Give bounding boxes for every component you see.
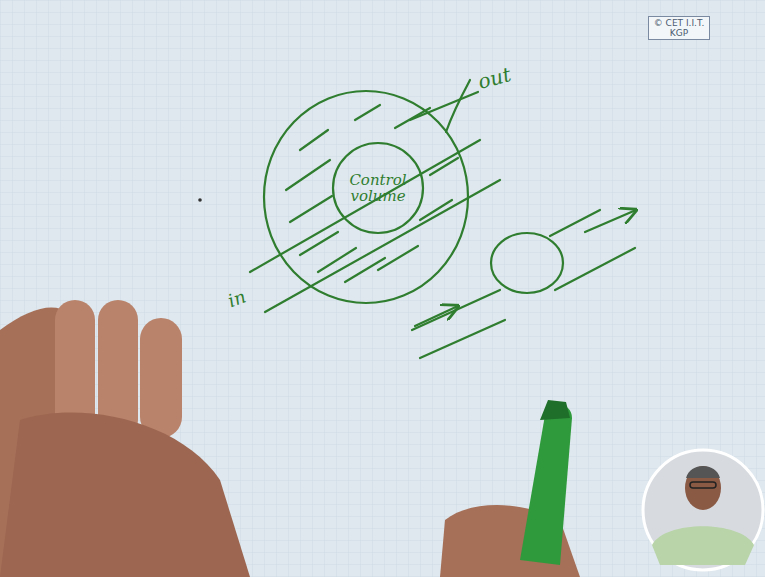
control-volume-circle: Control volume [332,142,424,234]
flow-sketch [250,80,636,358]
streamline [250,140,480,272]
out-stroke [446,80,470,132]
small-body [491,233,563,293]
flow-arrow [415,306,458,326]
hand [0,300,580,577]
outer-circle [264,91,468,303]
dot [198,198,202,202]
copyright-label: © CET I.I.T. KGP [648,16,710,40]
presenter-inset [643,450,763,570]
node-label: Control volume [347,172,409,204]
marker-pen [520,400,572,565]
streamline [410,92,478,120]
flow-arrow [585,210,636,232]
